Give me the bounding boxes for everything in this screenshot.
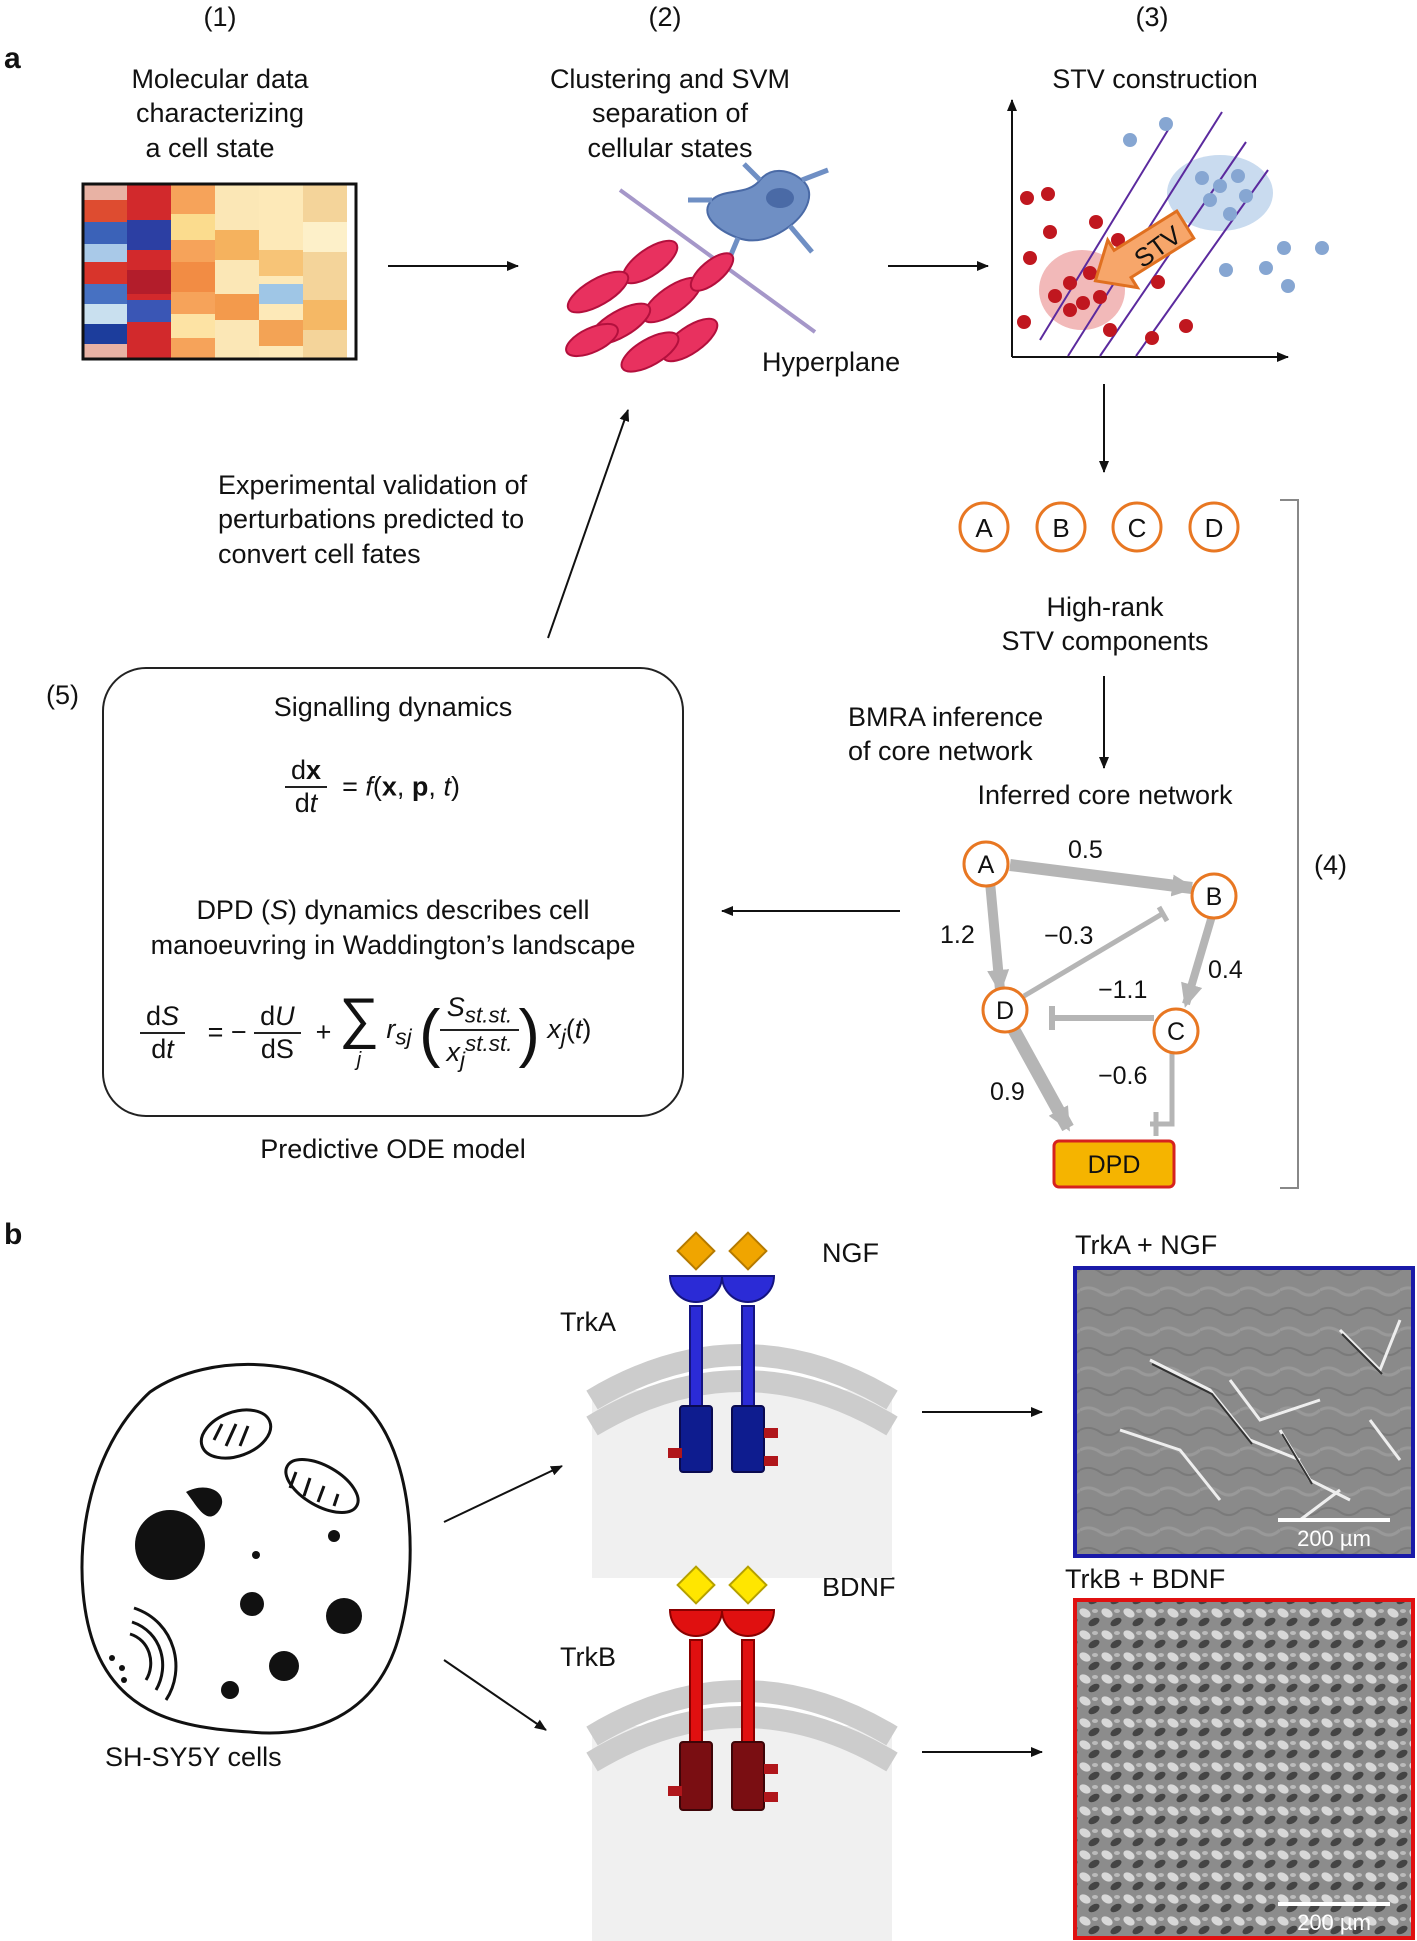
heatmap (81, 182, 358, 361)
molecular-data-label-2: characterizing (135, 98, 305, 128)
molecular-data-label-1: Molecular data (131, 64, 309, 94)
stv-plot (1007, 99, 1329, 362)
node-dpd: DPD (1088, 1151, 1141, 1179)
panel-letter-a: a (4, 42, 21, 75)
bmra-label-2: of core network (848, 736, 1033, 766)
edge-weight-d-dpd: 0.9 (990, 1078, 1025, 1106)
component-d: D (1205, 513, 1224, 543)
micrograph-trkb-bdnf (1073, 1598, 1415, 1940)
micro-top-label: TrkA + NGF (1075, 1230, 1218, 1260)
micrograph-trka-ngf (1073, 1266, 1415, 1558)
molecular-data-label-3: a cell state (145, 133, 275, 163)
validation-label-3: convert cell fates (218, 539, 421, 569)
trka-label: TrkA (560, 1307, 616, 1337)
panel-letter-b: b (4, 1218, 23, 1251)
arrow-validation (547, 409, 630, 639)
network-edges (985, 859, 1216, 1136)
arrow-cell-to-trkb (443, 1659, 547, 1731)
step-4-label: (4) (1314, 850, 1347, 880)
arrow-cell-to-trka (443, 1465, 563, 1523)
red-cells (565, 239, 735, 373)
step-4-bracket (1280, 499, 1299, 1189)
edge-weight-b-c: 0.4 (1208, 956, 1243, 984)
step-2-label: (2) (648, 2, 682, 32)
step-1-label: (1) (203, 2, 237, 32)
edge-weight-c-dpd: −0.6 (1098, 1062, 1147, 1090)
edge-weight-a-d: 1.2 (940, 921, 975, 949)
scale-bar-top (1278, 1518, 1390, 1522)
scale-label-bottom: 200 µm (1297, 1910, 1371, 1935)
component-b: B (1052, 513, 1069, 543)
scale-bar-bottom (1278, 1902, 1390, 1906)
dpd-desc-label-1: DPD (S) dynamics describes cell (196, 895, 590, 925)
trkb-receptor-diagram (586, 1565, 898, 1941)
ode-model-box (102, 667, 684, 1117)
inferred-network-label: Inferred core network (977, 780, 1233, 810)
scale-label-top: 200 µm (1297, 1526, 1371, 1551)
hyperplane-label: Hyperplane (762, 347, 901, 377)
component-c: C (1128, 513, 1147, 543)
stv-construction-label: STV construction (1052, 64, 1258, 94)
blue-cell (688, 162, 829, 263)
trkb-label: TrkB (560, 1642, 616, 1672)
network-nodes (962, 840, 1238, 1189)
node-b: B (1206, 883, 1223, 911)
edge-weight-d-b: −0.3 (1044, 922, 1093, 950)
validation-label-1: Experimental validation of (218, 470, 528, 500)
component-circles (958, 501, 1240, 553)
signalling-dynamics-label: Signalling dynamics (273, 692, 513, 722)
cell-label: SH-SY5Y cells (105, 1742, 282, 1772)
step-3-label: (3) (1135, 2, 1169, 32)
micro-bottom-label: TrkB + BDNF (1065, 1564, 1226, 1594)
node-d: D (996, 997, 1014, 1025)
edge-weight-c-d: −1.1 (1098, 976, 1147, 1004)
dpd-desc-label-2: manoeuvring in Waddington’s landscape (150, 930, 636, 960)
ode-model-label: Predictive ODE model (260, 1134, 526, 1164)
edge-weight-a-b: 0.5 (1068, 836, 1103, 864)
validation-label-2: perturbations predicted to (218, 504, 525, 534)
node-a: A (978, 851, 995, 879)
node-c: C (1167, 1018, 1185, 1046)
sh-sy5y-cell-drawing (80, 1363, 412, 1735)
high-rank-label-1: High-rank (1046, 592, 1164, 622)
trka-receptor-diagram (586, 1231, 898, 1578)
step-5-label: (5) (46, 680, 79, 710)
clustering-label-2: separation of (591, 98, 749, 128)
ngf-label: NGF (822, 1238, 879, 1268)
bmra-label-1: BMRA inference (848, 702, 1044, 732)
high-rank-label-2: STV components (1001, 626, 1209, 656)
component-a: A (975, 513, 993, 543)
clustering-label-3: cellular states (587, 133, 753, 163)
clustering-label-1: Clustering and SVM (549, 64, 791, 94)
